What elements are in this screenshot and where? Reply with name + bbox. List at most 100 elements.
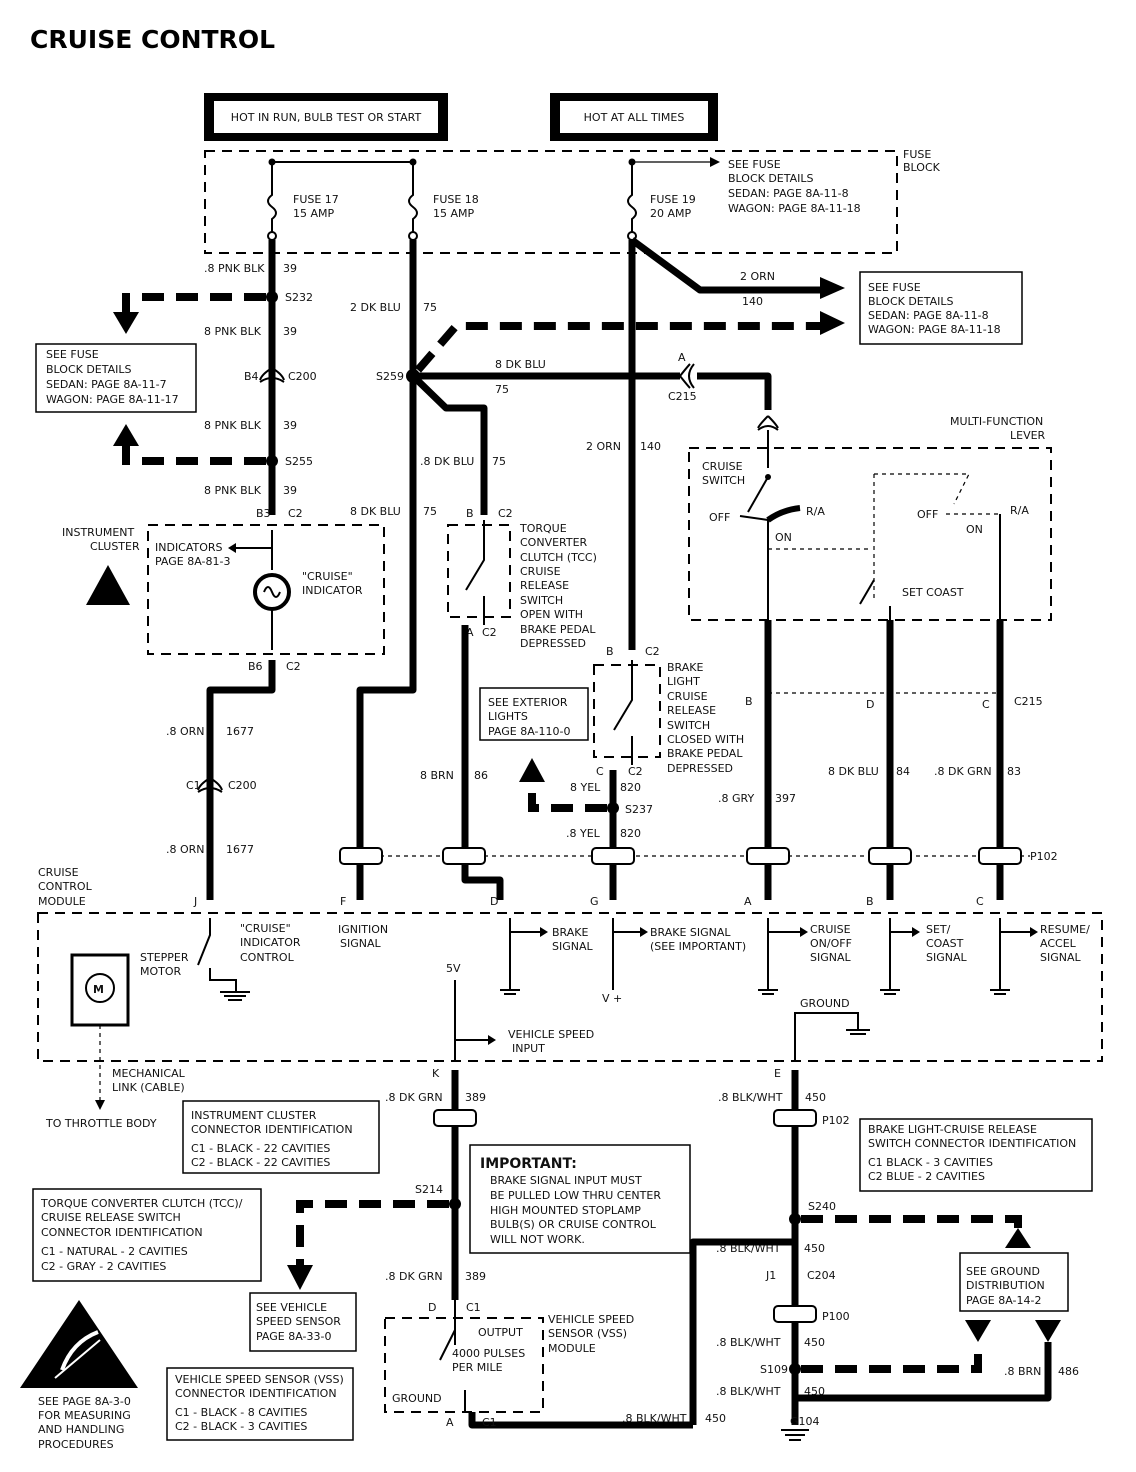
svg-text:CRUISE: CRUISE [702,460,743,473]
svg-text:CLUSTER: CLUSTER [90,540,140,553]
vss-connector-id: VEHICLE SPEED SENSOR (VSS) CONNECTOR IDE… [166,1367,354,1441]
svg-text:J1: J1 [765,1269,776,1282]
svg-text:8 PNK BLK: 8 PNK BLK [204,419,262,432]
multi-function-lever: MULTI-FUNCTION LEVER CRUISE SWITCH OFF R… [688,415,1052,621]
svg-text:39: 39 [283,325,297,338]
ground-g104: G104 [790,1415,820,1428]
svg-text:HOT IN RUN, BULB TEST OR START: HOT IN RUN, BULB TEST OR START [231,111,422,124]
svg-text:V +: V + [602,992,622,1005]
svg-text:B: B [745,695,753,708]
svg-text:C1 - NATURAL - 2 CAVITIE: C1 - NATURAL - 2 CAVITIES [41,1245,188,1258]
svg-text:SIGNAL: SIGNAL [552,940,594,953]
svg-text:PAGE 8A-14-2: PAGE 8A-14-2 [966,1294,1041,1307]
svg-text:CRUISE RELEASE SWITCH: CRUISE RELEASE SWITCH [41,1211,181,1224]
svg-text:SEE FUSE: SEE FUSE [868,281,921,294]
svg-text:20 AMP: 20 AMP [650,207,692,220]
svg-text:C2: C2 [628,765,643,778]
svg-text:P100: P100 [822,1310,850,1323]
svg-text:DEPRESSED: DEPRESSED [667,762,733,775]
svg-text:INPUT: INPUT [512,1042,545,1055]
svg-text:"CRUISE": "CRUISE" [240,922,291,935]
svg-text:C1 BLACK - 3 CAVITIE: C1 BLACK - 3 CAVITIES [868,1156,993,1169]
svg-text:.8 BLK/WHT: .8 BLK/WHT [622,1412,687,1425]
svg-text:8 BRN: 8 BRN [420,769,454,782]
fuse-ref-right: SEE FUSE BLOCK DETAILS SEDAN: PAGE 8A-11… [859,271,1023,345]
svg-text:A: A [744,895,752,908]
svg-text:BRAKE SIGNAL: BRAKE SIGNAL [650,926,731,939]
svg-text:1677: 1677 [226,843,254,856]
svg-text:INSTRUMENT: INSTRUMENT [62,526,135,539]
svg-text:397: 397 [775,792,796,805]
svg-text:SEDAN: PAGE 8A-11-8: SEDAN: PAGE 8A-11-8 [728,187,849,200]
svg-text:450: 450 [805,1091,826,1104]
svg-text:B: B [866,895,874,908]
svg-text:C2: C2 [498,507,513,520]
svg-text:CRUISE: CRUISE [667,690,708,703]
svg-text:2 DK BLU: 2 DK BLU [350,301,401,314]
hot-in-run-box: HOT IN RUN, BULB TEST OR START [204,93,448,141]
svg-text:MULTI-FUNCTION: MULTI-FUNCTION [950,415,1043,428]
splice-s240: S240 [808,1200,836,1213]
brake-switch-connector-id: BRAKE LIGHT-CRUISE RELEASE SWITCH CONNEC… [859,1118,1093,1192]
svg-text:.8 PNK BLK: .8 PNK BLK [204,262,265,275]
svg-text:389: 389 [465,1270,486,1283]
esd-warning-icon [86,565,130,605]
svg-text:C204: C204 [807,1269,836,1282]
svg-text:BRAKE: BRAKE [552,926,588,939]
svg-text:ACCEL: ACCEL [1040,937,1077,950]
svg-text:RELEASE: RELEASE [667,704,716,717]
svg-text:MOTOR: MOTOR [140,965,182,978]
svg-text:SEE FUSE: SEE FUSE [728,158,781,171]
svg-text:.8 BLK/WHT: .8 BLK/WHT [716,1385,781,1398]
svg-text:C1: C1 [466,1301,481,1314]
svg-text:BLOCK DETAILS: BLOCK DETAILS [868,295,954,308]
svg-text:C2: C2 [645,645,660,658]
svg-text:WILL NOT WORK.: WILL NOT WORK. [490,1233,585,1246]
svg-text:C2 - GRAY - 2 CAVITI: C2 - GRAY - 2 CAVITIES [41,1260,166,1273]
svg-text:SEDAN: PAGE 8A-11-8: SEDAN: PAGE 8A-11-8 [868,309,989,322]
svg-text:450: 450 [804,1242,825,1255]
svg-text:PAGE 8A-81-3: PAGE 8A-81-3 [155,555,230,568]
svg-text:J: J [193,895,197,908]
cruise-control-module: CRUISE CONTROL MODULE J F D G A B C STEP… [37,866,1103,1062]
svg-text:TORQUE: TORQUE [519,522,567,535]
svg-text:C215: C215 [668,390,697,403]
dk-blu-75-wire: 2 DK BLU 75 8 DK BLU 75 [350,240,437,900]
svg-text:SEE PAGE 8A-3-0: SEE PAGE 8A-3-0 [38,1395,131,1408]
svg-text:BRAKE: BRAKE [667,661,703,674]
svg-text:WAGON: PAGE 8A-11-18: WAGON: PAGE 8A-11-18 [728,202,861,215]
svg-text:C1 - BLACK - 22 CAVITI: C1 - BLACK - 22 CAVITIES [191,1142,330,1155]
svg-text:ON: ON [966,523,983,536]
svg-text:C2 BLUE - 2 CAVITIE: C2 BLUE - 2 CAVITIES [868,1170,985,1183]
instrument-cluster: INSTRUMENT CLUSTER B3 C2 INDICATORS PAGE… [62,507,385,673]
svg-text:PER MILE: PER MILE [452,1361,503,1374]
svg-text:486: 486 [1058,1365,1079,1378]
svg-text:SEE FUSE: SEE FUSE [46,348,99,361]
svg-text:140: 140 [742,295,763,308]
svg-text:OPEN WITH: OPEN WITH [520,608,583,621]
exterior-lights-ref: SEE EXTERIOR LIGHTS PAGE 8A-110-0 [479,687,589,741]
svg-text:INDICATOR: INDICATOR [302,584,363,597]
svg-text:BRAKE PEDAL: BRAKE PEDAL [667,747,743,760]
svg-text:VEHICLE SPEED: VEHICLE SPEED [548,1313,634,1326]
svg-text:CONNECTOR IDENTIFICATION: CONNECTOR IDENTIFICATION [175,1387,337,1400]
svg-text:B4: B4 [244,370,259,383]
svg-text:8 DK BLU: 8 DK BLU [495,358,546,371]
svg-text:MODULE: MODULE [548,1342,596,1355]
svg-text:G: G [590,895,599,908]
svg-text:CRUISE: CRUISE [520,565,561,578]
svg-text:8 PNK BLK: 8 PNK BLK [204,325,262,338]
splice-s109: S109 [760,1363,788,1376]
svg-text:CRUISE: CRUISE [810,923,851,936]
svg-text:LEVER: LEVER [1010,429,1046,442]
svg-text:.8 DK GRN: .8 DK GRN [385,1091,443,1104]
fuse-18 [408,162,418,236]
svg-text:820: 820 [620,827,641,840]
svg-text:83: 83 [1007,765,1021,778]
svg-text:SWITCH CONNECTOR IDENTIFICATIO: SWITCH CONNECTOR IDENTIFICATION [868,1137,1076,1150]
svg-text:B3: B3 [256,507,271,520]
svg-text:C1: C1 [482,1416,497,1429]
svg-text:140: 140 [640,440,661,453]
svg-text:FUSE 19: FUSE 19 [650,193,696,206]
